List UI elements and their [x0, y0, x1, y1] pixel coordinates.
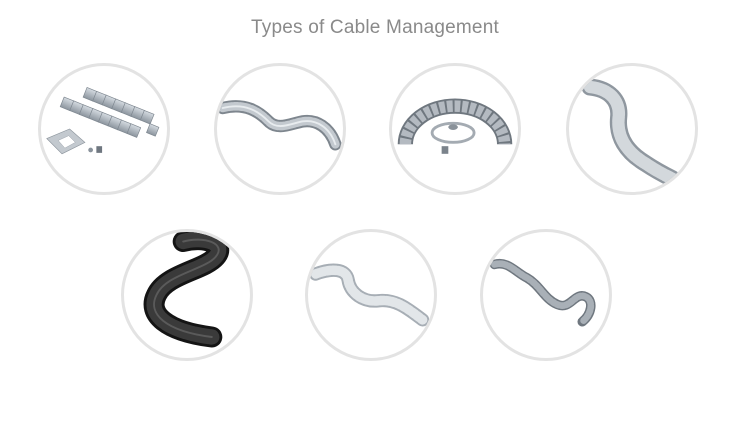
product-tile-2[interactable] [214, 63, 346, 195]
product-tile-3[interactable] [389, 63, 521, 195]
cable-spine-vertical-silver-icon [581, 78, 681, 188]
cable-spine-kit-icon [46, 87, 160, 155]
page-title: Types of Cable Management [251, 17, 499, 38]
product-tile-7[interactable] [480, 229, 612, 361]
cable-spine-wide-silver-icon [308, 263, 430, 327]
product-tile-4[interactable] [566, 63, 698, 195]
cable-spine-black-icon [143, 232, 229, 348]
cable-spine-s-curve-icon [217, 100, 342, 151]
cable-spine-spiral-icon [397, 98, 513, 154]
product-tile-5[interactable] [121, 229, 253, 361]
product-tile-1[interactable] [38, 63, 170, 195]
product-tile-6[interactable] [305, 229, 437, 361]
cable-spine-thin-zigzag-icon [489, 258, 596, 327]
